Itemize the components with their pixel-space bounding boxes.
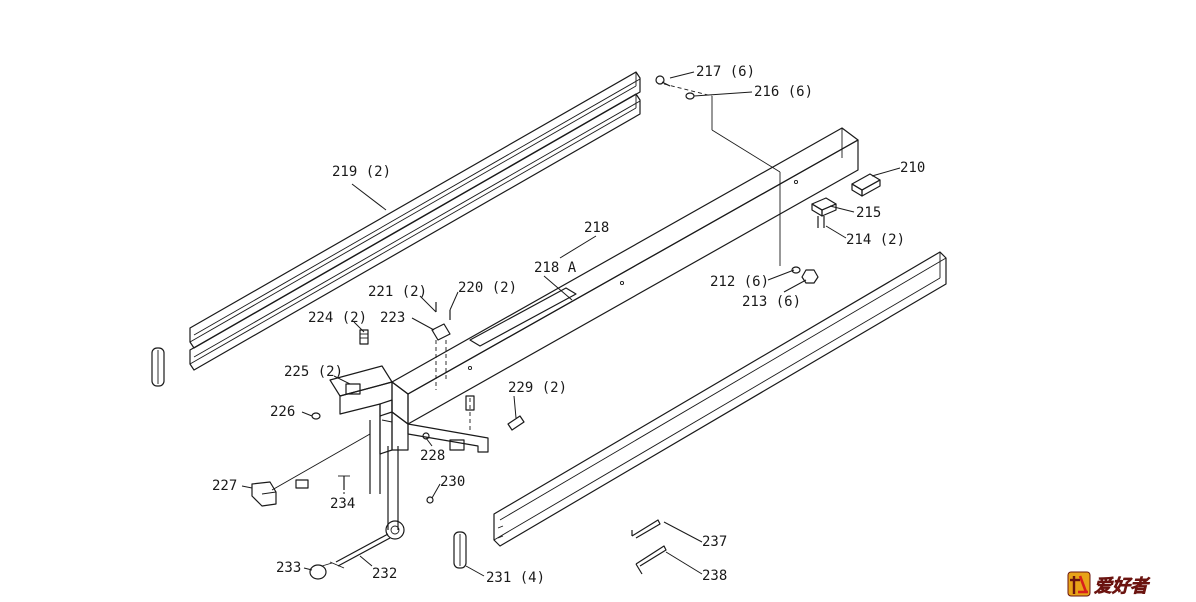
spring-inner <box>465 395 475 411</box>
rod-232 <box>329 533 391 569</box>
screw-214 <box>817 216 825 228</box>
label-217: 217 (6) <box>696 64 755 80</box>
logo-mark-icon <box>1067 571 1091 597</box>
label-238: 238 <box>702 568 727 584</box>
hex-key-238 <box>635 545 667 575</box>
nut-230 <box>426 496 434 504</box>
spring-229 <box>507 415 525 431</box>
hex-key-237 <box>631 519 661 539</box>
label-232: 232 <box>372 566 397 582</box>
knob-233 <box>309 562 333 580</box>
label-223: 223 <box>380 310 405 326</box>
label-224: 224 (2) <box>308 310 367 326</box>
linkage-arm <box>369 416 405 540</box>
leader-lines <box>241 71 901 577</box>
main-tube-218 <box>391 127 859 425</box>
label-218: 218 <box>584 220 609 236</box>
site-logo: 爱好者 <box>1067 571 1151 597</box>
handle-227 <box>251 479 309 507</box>
label-227: 227 <box>212 478 237 494</box>
label-234: 234 <box>330 496 355 512</box>
label-218a: 218 A <box>534 260 577 276</box>
label-230: 230 <box>440 474 465 490</box>
label-228: 228 <box>420 448 445 464</box>
label-225: 225 (2) <box>284 364 343 380</box>
spring-224 <box>359 329 369 345</box>
label-216: 216 (6) <box>754 84 813 100</box>
label-221: 221 (2) <box>368 284 427 300</box>
label-231: 231 (4) <box>486 570 545 586</box>
label-212: 212 (6) <box>710 274 769 290</box>
rail-end-cap-right <box>453 531 467 569</box>
rail-end-cap-left <box>151 347 165 387</box>
bolt-217 <box>655 75 671 87</box>
nut-213 <box>801 269 819 284</box>
clamp-223 <box>431 302 451 341</box>
label-210: 210 <box>900 160 925 176</box>
front-rail-231 <box>493 251 947 547</box>
label-233: 233 <box>276 560 301 576</box>
label-220: 220 (2) <box>458 280 517 296</box>
bracket-225 <box>329 365 489 455</box>
label-229: 229 (2) <box>508 380 567 396</box>
label-219: 219 (2) <box>332 164 391 180</box>
washer-216 <box>685 92 695 100</box>
pin-226 <box>311 412 321 420</box>
label-215: 215 <box>856 205 881 221</box>
label-226: 226 <box>270 404 295 420</box>
pad-210 <box>851 173 881 197</box>
nut-228 <box>422 432 430 440</box>
label-213: 213 (6) <box>742 294 801 310</box>
screw-234 <box>338 475 350 490</box>
logo-text: 爱好者 <box>1094 576 1151 597</box>
washer-212 <box>791 266 801 274</box>
label-214: 214 (2) <box>846 232 905 248</box>
label-237: 237 <box>702 534 727 550</box>
rear-rail-219 <box>189 71 641 371</box>
